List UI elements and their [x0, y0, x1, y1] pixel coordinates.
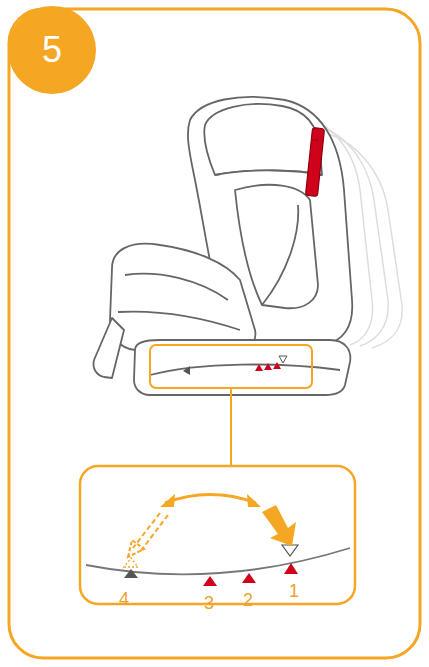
recline-handle	[305, 128, 324, 197]
position-number: 1	[289, 582, 299, 600]
adjust-arrows	[128, 494, 296, 557]
inset-markers	[124, 545, 298, 586]
detail-inset	[80, 466, 355, 604]
step-badge: 5	[8, 6, 96, 94]
position-number: 4	[119, 590, 129, 608]
leader-line	[230, 388, 232, 466]
position-number: 2	[243, 591, 253, 609]
position-number: 3	[204, 594, 214, 612]
scale-curve	[86, 548, 350, 574]
seat-drawing	[93, 97, 352, 395]
base-markers	[183, 356, 287, 375]
step-number: 5	[42, 32, 62, 68]
highlight-box	[150, 345, 312, 388]
frame	[9, 9, 420, 658]
